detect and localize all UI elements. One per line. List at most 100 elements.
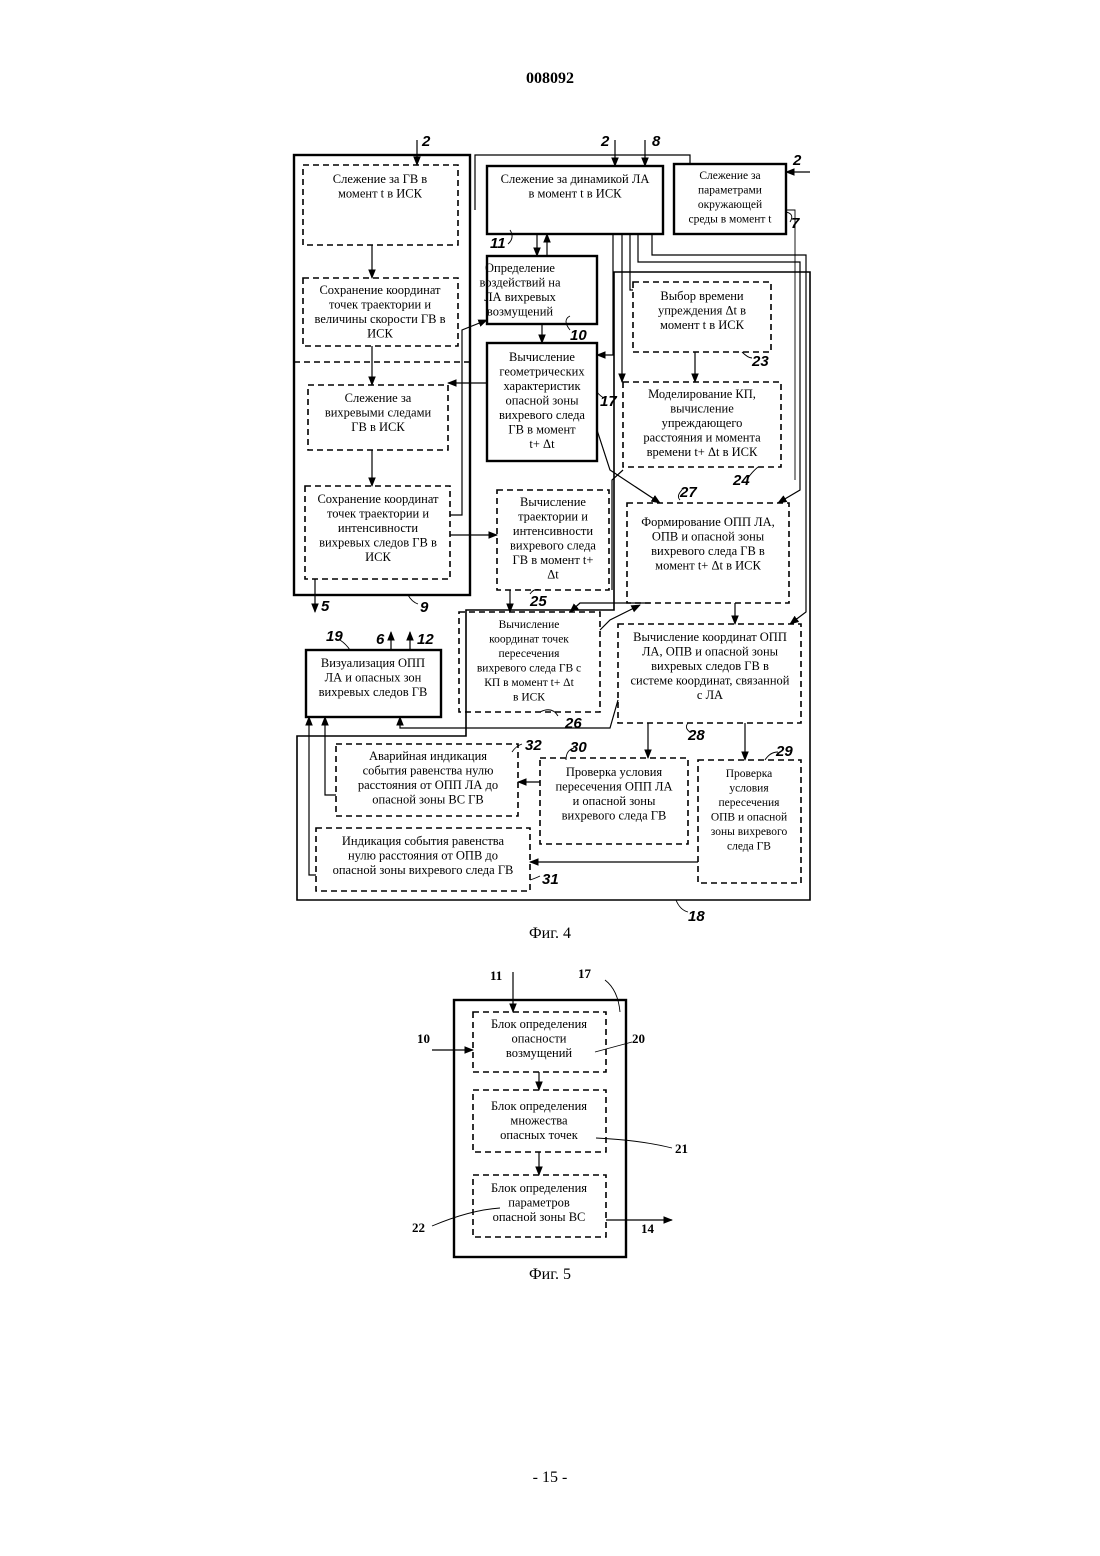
link-dyn-b27 [638, 234, 800, 503]
leader-22 [432, 1208, 500, 1226]
fig5-label-17: 17 [578, 966, 592, 981]
block-danger-zone-params-text: Блок определенияпараметровопасной зоны В… [491, 1181, 587, 1224]
box-text-line: Слежение за динамикой ЛА [501, 172, 650, 186]
label-28: 28 [687, 727, 705, 744]
box-text-line: следа ГВ [727, 841, 771, 853]
box-text-line: зоны вихревого [711, 826, 788, 838]
block-compute-geometry-text: Вычислениегеометрическиххарактеристикопа… [499, 350, 585, 451]
label-17: 17 [600, 393, 617, 410]
box-text-line: нулю расстояния от ОПВ до [348, 849, 498, 863]
leader-26 [540, 710, 558, 716]
block-compute-coordinates-la-text: Вычисление координат ОППЛА, ОПВ и опасно… [631, 630, 790, 702]
box-text-line: опасной зоны вихревого следа ГВ [333, 863, 514, 877]
link-b26-b27 [600, 605, 640, 630]
box-text-line: расстояния от ОПП ЛА до [358, 778, 498, 792]
box-text-line: Определение [485, 261, 555, 275]
box-text-line: окружающей [698, 199, 762, 211]
block-determine-effects-text: Определениевоздействий наЛА вихревыхвозм… [479, 261, 560, 319]
label-10: 10 [570, 327, 587, 344]
box-text-line: вихревыми следами [325, 406, 432, 420]
block-check-opv-intersection-text: Проверка условия пересеченияОПВ и опасной з… [711, 768, 788, 853]
link-b32-b19 [325, 717, 336, 795]
box-text-line: ОПВ и опасной зоны [652, 530, 765, 544]
box-text-line: Вычисление [520, 495, 586, 509]
box-text-line: ГВ в момент [508, 423, 576, 437]
label-30: 30 [570, 739, 587, 756]
box-text-line: условия [729, 783, 769, 795]
label-2-top: 2 [600, 133, 610, 150]
box-text-line: параметров [508, 1196, 570, 1210]
label-6: 6 [376, 631, 385, 648]
box-text-line: расстояния и момента [643, 431, 761, 445]
box-text-line: в ИСК [513, 692, 545, 704]
box-text-line: Блок определения [491, 1017, 587, 1031]
box-text-line: упреждающего [662, 416, 743, 430]
box-text-line: вихревого следа ГВ с [477, 663, 581, 675]
box-text-line: Проверка [726, 768, 773, 780]
block-save-vortex-text: Сохранение координатточек траектории иин… [317, 492, 439, 564]
label-5: 5 [321, 598, 330, 615]
box-text-line: вычисление [670, 402, 734, 416]
box-text-line: Сохранение координат [317, 492, 439, 506]
box-text-line: вихревого следа [510, 539, 596, 553]
block-visualization-text: Визуализация ОППЛА и опасных зонвихревых… [319, 656, 428, 699]
fig5-label-21: 21 [675, 1141, 688, 1156]
box-text-line: вихревого следа [499, 408, 585, 422]
leader-18 [676, 900, 688, 912]
box-text-line: пересечения [719, 797, 781, 809]
box-text-line: ГВ в момент t+ [513, 553, 594, 567]
box-text-line: Индикация события равенства [342, 834, 505, 848]
box-text-line: возмущений [487, 305, 554, 319]
box-text-line: опасных точек [500, 1128, 579, 1142]
page-number: - 15 - [533, 1469, 568, 1486]
label-23: 23 [751, 353, 769, 370]
link-env-b27 [786, 210, 795, 480]
label-2-left: 2 [421, 133, 431, 150]
box-text-line: ОПВ и опасной [711, 812, 787, 824]
box-text-line: Моделирование КП, [648, 387, 756, 401]
box-text-line: Вычисление [509, 350, 575, 364]
box-text-line: и опасной зоны [573, 794, 656, 808]
box-text-line: траектории и [518, 510, 588, 524]
box-text-line: параметрами [698, 185, 762, 197]
block-compute-intersection-text: Вычислениекоординат точекпересечениявихр… [477, 619, 581, 704]
leader-17-fig5 [605, 980, 620, 1012]
figure-5-diagram: Блок определенияопасностивозмущений Блок… [412, 966, 688, 1283]
block-track-gv-text: Слежение за ГВ вмомент t в ИСК [333, 172, 427, 201]
label-2-env: 2 [792, 152, 802, 169]
box-text-line: вихревых следов ГВ [319, 685, 428, 699]
block-model-kp-text: Моделирование КП,вычислениеупреждающегор… [643, 387, 761, 459]
block-disturbance-danger-text: Блок определенияопасностивозмущений [491, 1017, 587, 1060]
label-27: 27 [679, 484, 697, 501]
label-31: 31 [542, 871, 559, 888]
block-opv-indication-text: Индикация события равенстванулю расстоян… [333, 834, 514, 877]
box-text-line: опасной зоны ВС ГВ [372, 793, 483, 807]
box-text-line: воздействий на [479, 276, 560, 290]
box-text-line: Аварийная индикация [369, 749, 487, 763]
box-text-line: геометрических [499, 365, 585, 379]
box-text-line: в момент t в ИСК [528, 187, 622, 201]
label-25: 25 [529, 593, 547, 610]
fig5-label-22: 22 [412, 1220, 425, 1235]
box-text-line: Слежение за [699, 170, 760, 182]
box-text-line: ЛА вихревых [484, 290, 557, 304]
box-text-line: ЛА и опасных зон [325, 671, 422, 685]
box-text-line: ЛА, ОПВ и опасной зоны [642, 645, 779, 659]
label-9: 9 [420, 599, 429, 616]
box-text-line: Вычисление координат ОПП [633, 630, 787, 644]
box-text-line: множества [510, 1114, 568, 1128]
box-text-line: Блок определения [491, 1181, 587, 1195]
link-dyn-b17 [597, 234, 613, 355]
box-text-line: Сохранение координат [319, 283, 441, 297]
box-text-line: вихревого следа ГВ [562, 809, 667, 823]
fig5-label-10: 10 [417, 1031, 430, 1046]
box-text-line: опасной зоны [506, 394, 580, 408]
box-text-line: величины скорости ГВ в [315, 312, 446, 326]
block-form-opp-text: Формирование ОПП ЛА,ОПВ и опасной зоныви… [641, 515, 774, 573]
box-text-line: с ЛА [697, 688, 723, 702]
box-text-line: координат точек [489, 634, 569, 646]
block-select-lead-time-text: Выбор времениупреждения Δt вмомент t в И… [658, 289, 746, 332]
document-number: 008092 [526, 70, 574, 87]
box-text-line: события равенства нулю [363, 764, 494, 778]
figure-4-diagram: Слежение за ГВ вмомент t в ИСК Сохранени… [294, 133, 810, 942]
